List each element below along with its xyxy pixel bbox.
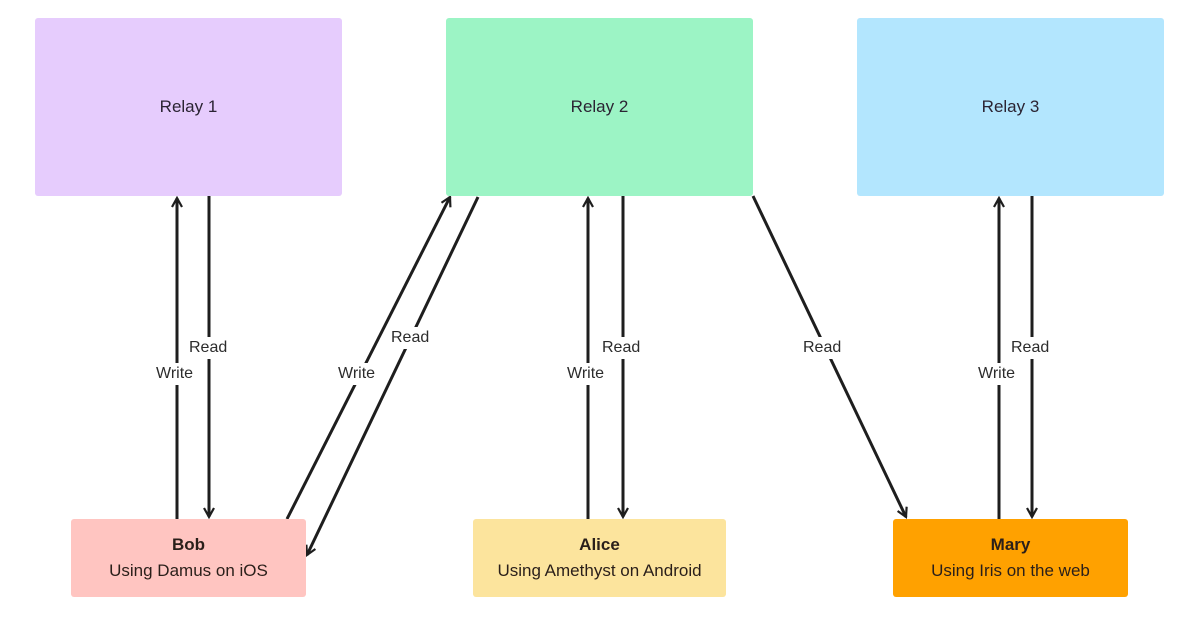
relay-3-node[interactable]: Relay 3 <box>857 18 1164 196</box>
client-bob-name: Bob <box>171 535 206 554</box>
client-mary-name: Mary <box>990 535 1031 554</box>
relay-1-label: Relay 1 <box>159 97 218 116</box>
client-bob-node[interactable]: Bob Using Damus on iOS <box>71 519 306 597</box>
client-alice-subtitle: Using Amethyst on Android <box>497 561 702 580</box>
edge-label-relay2-read-mary: Read <box>801 337 844 359</box>
client-alice-name: Alice <box>579 535 620 554</box>
client-mary-subtitle: Using Iris on the web <box>931 561 1090 580</box>
edge-label-relay1-read-bob: Read <box>187 337 230 359</box>
arrow-bob-write-relay2 <box>285 197 450 520</box>
relay-2-node[interactable]: Relay 2 <box>446 18 753 196</box>
edge-label-alice-write-relay2: Write <box>565 363 607 385</box>
client-alice-node[interactable]: Alice Using Amethyst on Android <box>473 519 726 597</box>
edge-label-relay3-read-mary: Read <box>1009 337 1052 359</box>
relay-1-node[interactable]: Relay 1 <box>35 18 342 196</box>
edge-label-bob-write-relay2: Write <box>336 363 378 385</box>
edge-label-relay2-read-alice: Read <box>600 337 643 359</box>
relay-2-label: Relay 2 <box>570 97 629 116</box>
client-mary-node[interactable]: Mary Using Iris on the web <box>893 519 1128 597</box>
edge-label-bob-write-relay1: Write <box>154 363 196 385</box>
edge-label-mary-write-relay3: Write <box>976 363 1018 385</box>
client-bob-subtitle: Using Damus on iOS <box>109 561 268 580</box>
edge-label-relay2-read-bob: Read <box>389 327 432 349</box>
arrow-relay2-read-bob <box>307 196 480 555</box>
relay-3-label: Relay 3 <box>981 97 1040 116</box>
